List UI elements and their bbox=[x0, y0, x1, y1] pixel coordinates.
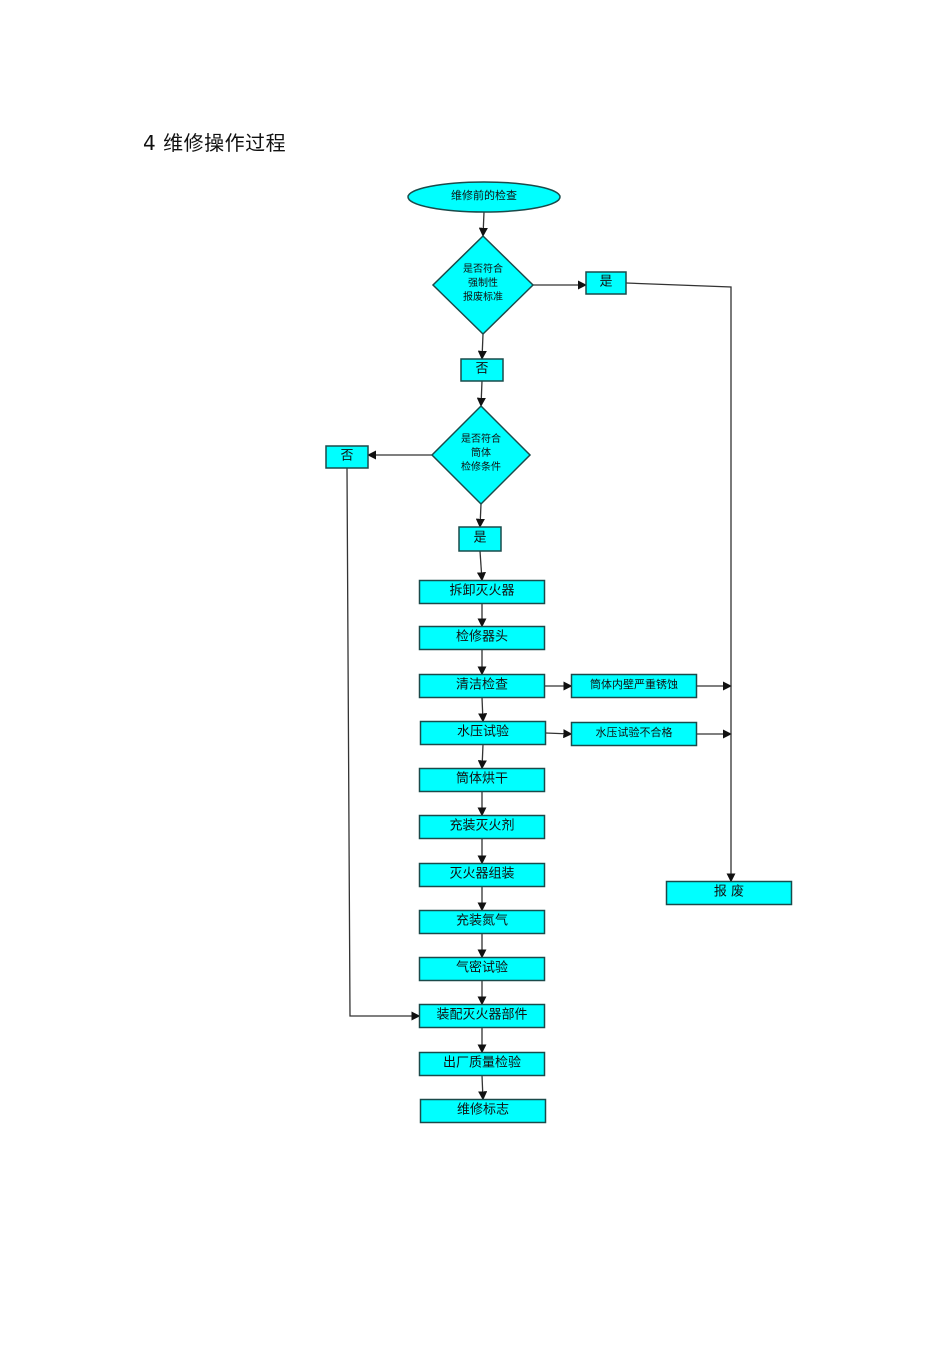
d2-no-shape bbox=[325, 445, 369, 469]
node-d2-yes: 是 bbox=[458, 526, 502, 552]
decision2-shape bbox=[430, 404, 532, 506]
node-step9: 气密试验 bbox=[418, 956, 546, 982]
node-label: 拆卸灭火器 bbox=[449, 583, 514, 599]
node-d1-no: 否 bbox=[460, 358, 504, 382]
node-step7: 灭火器组装 bbox=[418, 862, 546, 888]
node-label: 装配灭火器部件 bbox=[436, 1008, 527, 1023]
edge-d2-yes-to-step1 bbox=[476, 550, 486, 582]
node-step5: 筒体烘干 bbox=[418, 767, 546, 793]
node-label: 水压试验不合格 bbox=[596, 725, 673, 739]
node-step12: 维修标志 bbox=[419, 1098, 547, 1124]
node-label: 报废标准 bbox=[463, 290, 503, 303]
node-label: 充装灭火剂 bbox=[449, 818, 514, 834]
node-label: 气密试验 bbox=[456, 960, 508, 976]
node-label: 充装氮气 bbox=[456, 913, 508, 929]
node-label: 强制性 bbox=[468, 276, 498, 289]
node-d2-no: 否 bbox=[325, 445, 369, 469]
step3-shape bbox=[418, 673, 546, 699]
step9-shape bbox=[418, 956, 546, 982]
node-step11: 出厂质量检验 bbox=[418, 1051, 546, 1077]
node-label: 否 bbox=[340, 449, 353, 464]
node-fail1: 筒体内壁严重锈蚀 bbox=[570, 673, 698, 699]
node-step8: 充装氮气 bbox=[418, 909, 546, 935]
fail1-shape bbox=[570, 673, 698, 699]
edge-step11-to-step12 bbox=[478, 1075, 488, 1101]
node-label: 否 bbox=[475, 362, 488, 377]
node-step6: 充装灭火剂 bbox=[418, 814, 546, 840]
node-label: 维修标志 bbox=[457, 1103, 509, 1118]
node-d1-yes: 是 bbox=[585, 271, 627, 295]
node-label: 报 废 bbox=[714, 884, 744, 900]
edge-step4-to-step5 bbox=[477, 744, 487, 770]
step2-shape bbox=[418, 625, 546, 651]
edge-d2-no-to-step10 bbox=[346, 467, 421, 1021]
node-step2: 检修器头 bbox=[418, 625, 546, 651]
edge-d1-no-to-decision2 bbox=[476, 380, 486, 407]
node-label: 维修前的检查 bbox=[451, 188, 517, 202]
node-label: 检修条件 bbox=[461, 460, 501, 473]
d1-yes-shape bbox=[585, 271, 627, 295]
node-label: 筒体 bbox=[471, 446, 491, 459]
section-title: 4 维修操作过程 bbox=[143, 131, 287, 155]
edge-step3-to-step4 bbox=[478, 697, 488, 723]
d1-no-shape bbox=[460, 358, 504, 382]
step5-shape bbox=[418, 767, 546, 793]
node-step3: 清洁检查 bbox=[418, 673, 546, 699]
start-shape bbox=[407, 181, 561, 213]
edge-decision1-to-d1-no bbox=[477, 333, 487, 360]
scrap-shape bbox=[665, 880, 793, 906]
edge-d1-yes-to-scrap bbox=[625, 282, 736, 883]
node-fail2: 水压试验不合格 bbox=[570, 721, 698, 747]
node-label: 清洁检查 bbox=[456, 678, 508, 693]
node-start: 维修前的检查 bbox=[407, 181, 561, 213]
node-label: 灭火器组装 bbox=[449, 867, 514, 882]
step10-shape bbox=[418, 1003, 546, 1029]
node-label: 检修器头 bbox=[456, 630, 508, 645]
node-label: 是 bbox=[599, 275, 612, 290]
d2-yes-shape bbox=[458, 526, 502, 552]
node-label: 是 bbox=[473, 531, 486, 546]
node-label: 水压试验 bbox=[457, 724, 509, 740]
node-label: 是否符合 bbox=[461, 432, 501, 445]
step1-shape bbox=[418, 579, 546, 605]
node-label: 筒体烘干 bbox=[456, 771, 508, 787]
node-label: 筒体内壁严重锈蚀 bbox=[590, 677, 678, 691]
step4-shape bbox=[419, 720, 547, 746]
step6-shape bbox=[418, 814, 546, 840]
node-step10: 装配灭火器部件 bbox=[418, 1003, 546, 1029]
edge-decision2-to-d2-yes bbox=[475, 503, 485, 528]
decision1-shape bbox=[431, 234, 535, 336]
edge-step4-to-fail2 bbox=[545, 729, 573, 739]
node-scrap: 报 废 bbox=[665, 880, 793, 906]
node-label: 出厂质量检验 bbox=[443, 1055, 521, 1071]
step12-shape bbox=[419, 1098, 547, 1124]
node-label: 是否符合 bbox=[463, 262, 503, 275]
edge-start-to-decision1 bbox=[478, 211, 488, 237]
fail2-shape bbox=[570, 721, 698, 747]
step7-shape bbox=[418, 862, 546, 888]
node-step1: 拆卸灭火器 bbox=[418, 579, 546, 605]
step8-shape bbox=[418, 909, 546, 935]
node-step4: 水压试验 bbox=[419, 720, 547, 746]
step11-shape bbox=[418, 1051, 546, 1077]
